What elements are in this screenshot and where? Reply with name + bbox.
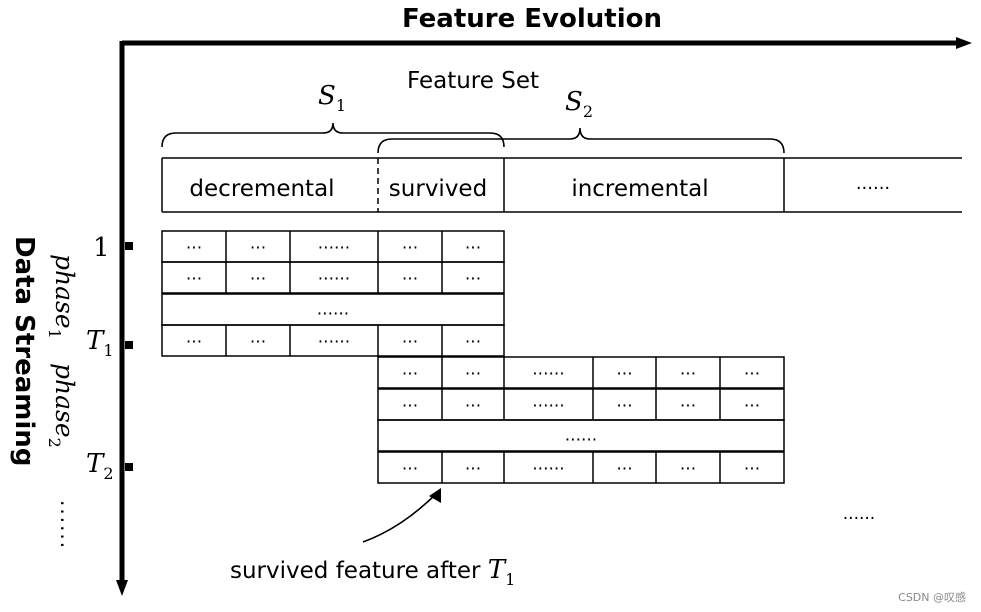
phase1-grid-cell: ...	[402, 265, 418, 285]
set1-brace	[161, 122, 505, 148]
tick-t2	[125, 463, 133, 471]
phase2-grid-cell: ...	[680, 455, 696, 475]
tick-t2-label: T2	[86, 449, 114, 483]
phase2-grid-row: ......	[377, 419, 785, 452]
phase2-grid-cell: ...	[402, 392, 418, 412]
phase2-grid: ........................................…	[377, 356, 785, 484]
phase2-grid-cell: ...	[744, 360, 760, 380]
tick-start	[125, 242, 133, 250]
phase1-grid-cell: ...	[186, 265, 202, 285]
annotation-arrow-head-icon	[429, 488, 441, 503]
phase2-grid-cell: ...	[616, 360, 632, 380]
phase1-grid-cell: ...	[465, 234, 481, 254]
phase1-grid-row: ......	[161, 293, 505, 326]
feature-header-row: decremental survived incremental ......	[161, 157, 962, 213]
tick-t1	[125, 341, 133, 349]
set2-brace	[377, 127, 785, 154]
header-survived: survived	[389, 176, 487, 202]
watermark: CSDN @叹感	[898, 591, 966, 604]
phase1-grid-row: ..................	[161, 324, 505, 357]
phase1-label: phase1	[45, 254, 79, 339]
phase1-grid-cell: ...	[250, 234, 266, 254]
phase2-grid-cell: ...	[465, 392, 481, 412]
phase1-grid-cell: ......	[318, 265, 350, 285]
phase2-grid-cell: ...	[465, 455, 481, 475]
annotation-text: survived feature after T1	[230, 555, 515, 589]
phase1-grid-row: ..................	[161, 230, 505, 263]
feature-set-label: Feature Set	[407, 68, 539, 94]
annotation-arrow	[362, 491, 439, 543]
phase2-grid-cell: ...	[465, 360, 481, 380]
header-more: ......	[856, 173, 890, 194]
phase2-grid-cell: ...	[744, 392, 760, 412]
phase1-grid-cell: ...	[465, 328, 481, 348]
phase1-grid-cell: ...	[465, 265, 481, 285]
stream-axis-label: Data Streaming	[9, 236, 39, 466]
phase1-grid-cell: ...	[250, 328, 266, 348]
phase1-grid: ........................................…	[161, 230, 505, 357]
feature-axis-arrow-icon	[956, 37, 972, 49]
phase2-grid-row: .....................	[377, 388, 785, 421]
phase2-grid-cell: ...	[744, 455, 760, 475]
phase1-grid-cell: ...	[402, 328, 418, 348]
phase2-grid-cell: ......	[532, 392, 564, 412]
phase2-label: phase2	[45, 363, 79, 448]
phase1-grid-gap-ellipsis: ......	[317, 300, 349, 320]
stream-axis-arrow-icon	[116, 580, 128, 596]
phase1-grid-cell: ......	[318, 234, 350, 254]
phase2-grid-cell: ...	[616, 392, 632, 412]
phase1-grid-cell: ......	[318, 328, 350, 348]
phase2-grid-cell: ...	[680, 360, 696, 380]
phase2-grid-row: .....................	[377, 451, 785, 484]
phase2-grid-row: .....................	[377, 356, 785, 389]
set1-label: S1	[318, 81, 346, 115]
phase1-grid-cell: ...	[186, 234, 202, 254]
set2-label: S2	[565, 87, 593, 121]
tick-t1-label: T1	[86, 326, 114, 360]
diagram-title: Feature Evolution	[402, 4, 662, 34]
phase2-grid-gap-ellipsis: ......	[565, 426, 597, 446]
phase1-grid-cell: ...	[250, 265, 266, 285]
tick-start-label: 1	[93, 233, 110, 263]
phase1-grid-cell: ...	[186, 328, 202, 348]
header-decremental: decremental	[189, 176, 334, 202]
phase2-grid-cell: ......	[532, 455, 564, 475]
phase1-grid-cell: ...	[402, 234, 418, 254]
stream-continues-ellipsis: ......	[56, 500, 80, 550]
phase2-grid-cell: ...	[680, 392, 696, 412]
phase2-grid-cell: ...	[402, 455, 418, 475]
phase2-grid-cell: ...	[402, 360, 418, 380]
phase2-grid-cell: ......	[532, 360, 564, 380]
header-incremental: incremental	[571, 176, 708, 202]
features-continue-ellipsis: ......	[843, 504, 875, 524]
phase1-grid-row: ..................	[161, 261, 505, 294]
phase2-grid-cell: ...	[616, 455, 632, 475]
